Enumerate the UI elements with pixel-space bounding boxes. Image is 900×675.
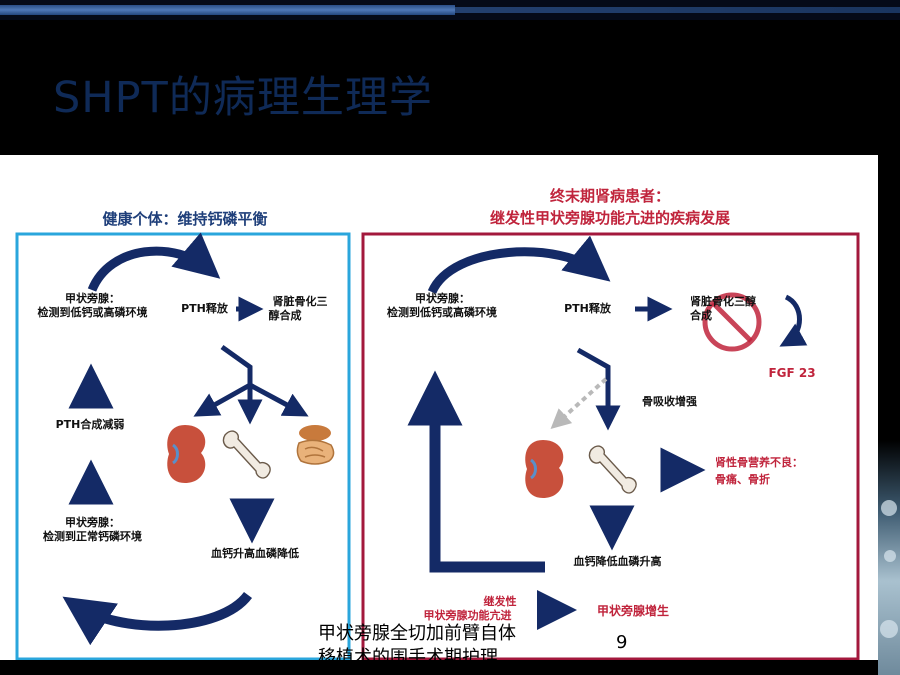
right-blood-result: 血钙降低血磷升高 [573,555,662,568]
renal-osteo-line1: 肾性骨营养不良： [715,456,803,469]
right-panel-title-line2: 继发性甲状旁腺功能亢进的疾病发展 [489,209,730,227]
left-panel-title: 健康个体：维持钙磷平衡 [102,210,268,228]
left-bottom-curve-arrow [62,591,253,646]
caption-line1: 甲状旁腺全切加前臂自体 [318,623,516,644]
right-panel-border [361,232,860,660]
slide-caption: 甲状旁腺全切加前臂自体 移植术的围手术期护理 [318,622,588,670]
top-accent-line-right [455,7,900,13]
left-kidney-synth-line2: 醇合成 [268,309,302,322]
right-kidney-synth-line1: 肾脏骨化三醇 [690,295,756,308]
right-stem-down [576,347,621,431]
left-node-top-line2: 检测到低钙或高磷环境 [37,306,148,319]
left-pth-reduce: PTH合成减弱 [55,418,125,431]
bone-resorption-label: 骨吸收增强 [642,395,697,408]
side-decoration [878,440,900,675]
right-node-top-line2: 检测到低钙或高磷环境 [387,306,497,319]
left-fork-stem [220,344,253,385]
intestine-icon [296,425,335,465]
right-panel-title-line1: 终末期肾病患者： [549,187,670,205]
page-number: 9 [616,632,628,653]
right-top-curve-arrow [427,235,611,295]
left-kidney-synth-line1: 肾脏骨化三 [272,295,328,308]
bone-icon [588,445,637,494]
secondary-line1: 继发性 [483,595,517,608]
left-blood-result: 血钙升高血磷降低 [211,547,299,560]
left-node-bottom-line2: 检测到正常钙磷环境 [43,530,142,543]
figure: 健康个体：维持钙磷平衡 终末期肾病患者： 继发性甲状旁腺功能亢进的疾病发展 甲状… [0,155,878,660]
right-kidney-synth-line2: 合成 [690,309,712,322]
left-top-curve-arrow [87,232,221,292]
kidney-icon [525,440,564,498]
right-dashed-arrow [550,377,608,430]
right-big-loop-arrow [407,370,545,573]
left-pth-release: PTH释放 [181,302,228,315]
fgf-label: FGF 23 [768,366,816,380]
renal-osteo-line2: 骨痛、骨折 [715,473,770,486]
caption-line2: 移植术的围手术期护理 [318,647,498,668]
hyperplasia-label: 甲状旁腺增生 [596,604,669,618]
right-pth-release: PTH释放 [564,302,611,315]
bone-icon [222,430,271,479]
no-sign-icon [702,292,762,352]
diagram-svg [15,232,860,660]
right-node-top-line1: 甲状旁腺： [415,292,470,305]
left-node-top-line1: 甲状旁腺： [65,292,120,305]
left-fork-left [193,382,252,417]
kidney-icon [167,425,206,483]
left-node-bottom-line1: 甲状旁腺： [65,516,120,529]
secondary-line2: 甲状旁腺功能亢进 [423,609,512,622]
slide-title: SHPT的病理生理学 [53,73,433,123]
left-fork-right [248,382,309,417]
fgf-curl-arrow [779,294,808,347]
top-accent-line [0,5,455,15]
